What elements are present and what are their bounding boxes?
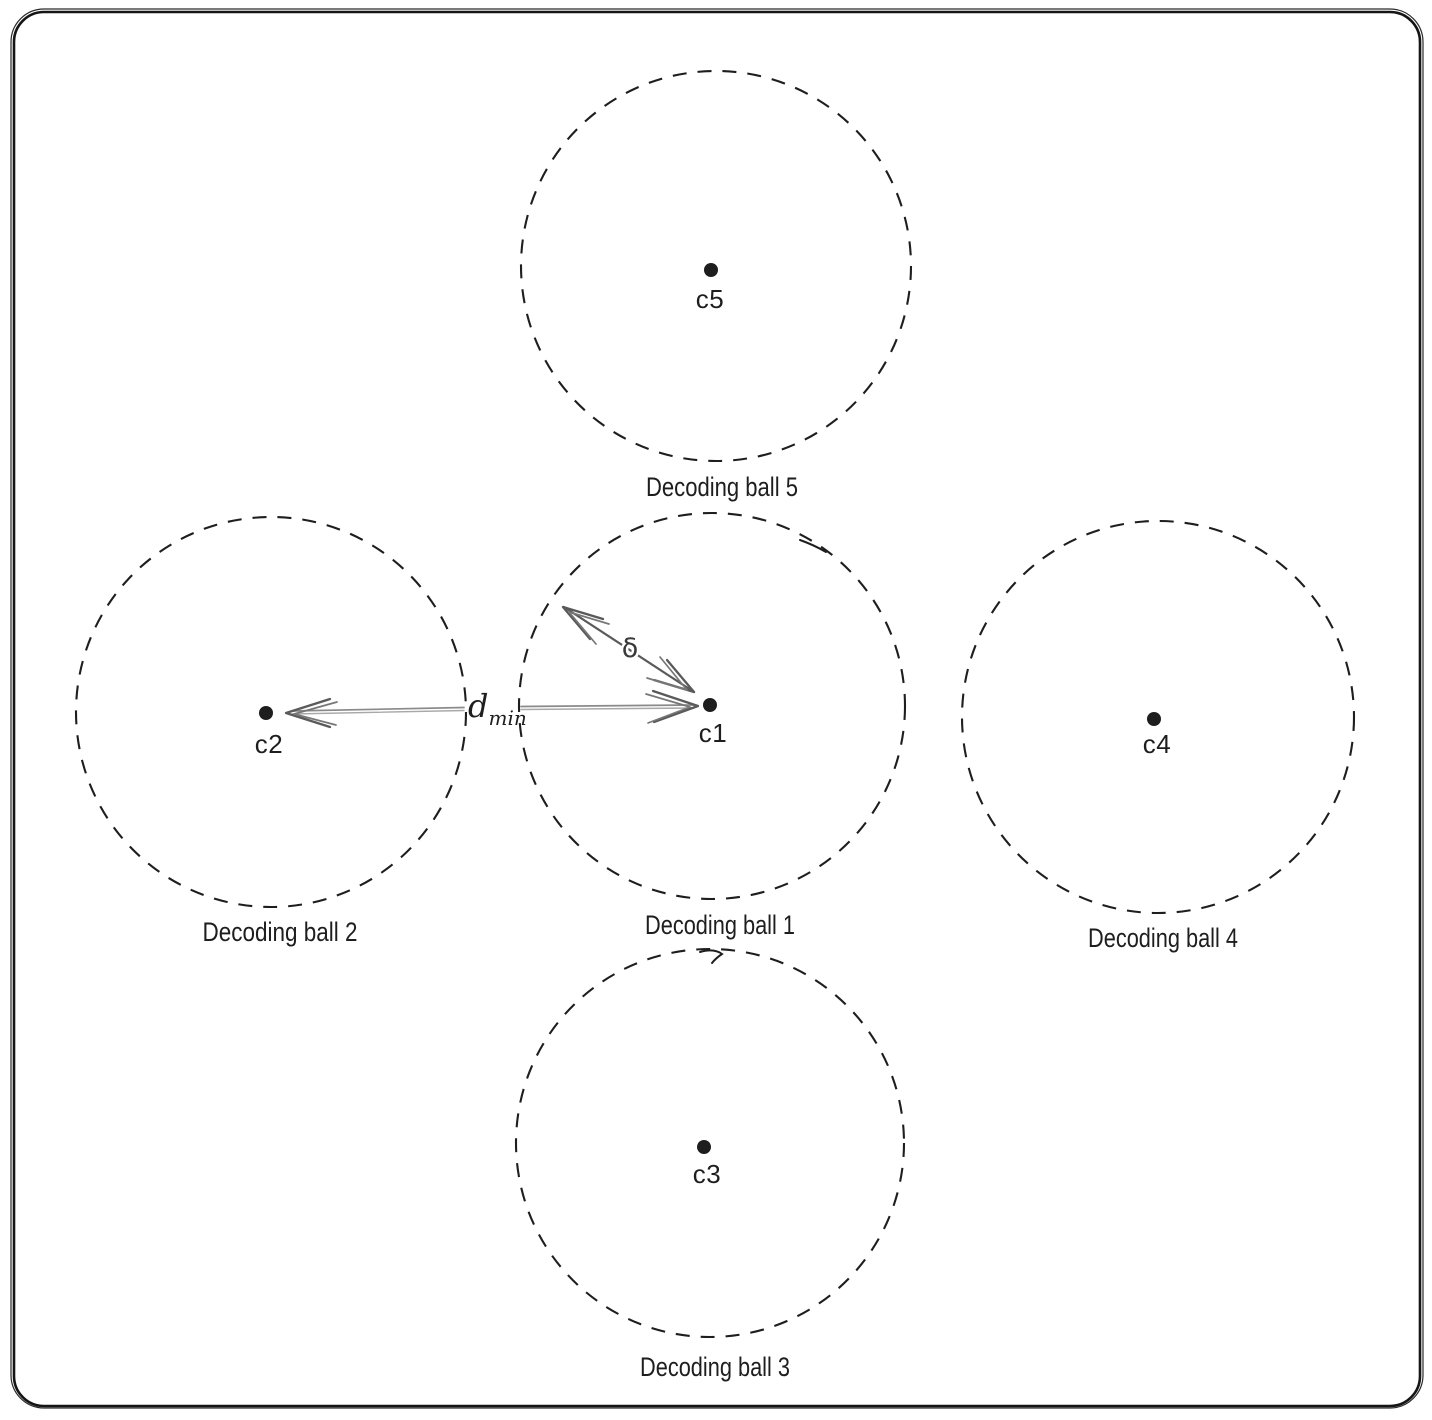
delta-boundary-arrowhead bbox=[561, 605, 605, 641]
delta-label: δ bbox=[622, 633, 639, 664]
delta-arrow: δ bbox=[561, 605, 696, 694]
sketch-stray-mark-ball3 bbox=[699, 949, 724, 964]
ball-3-center-dot bbox=[697, 1140, 711, 1154]
ball-2-caption: Decoding ball 2 bbox=[203, 917, 358, 947]
decoding-ball-2: c2 Decoding ball 2 bbox=[74, 515, 468, 947]
dmin-shaft-left-b bbox=[291, 709, 465, 715]
decoding-ball-3: c3 Decoding ball 3 bbox=[514, 947, 906, 1382]
dmin-right-arrowhead bbox=[651, 689, 700, 724]
ball-4-center-dot bbox=[1147, 712, 1161, 726]
dmin-shaft-right-a bbox=[520, 704, 695, 708]
outer-frame-sketch-double bbox=[10, 8, 1424, 1409]
dmin-shaft-right-b bbox=[520, 707, 695, 711]
ball-1-center-dot bbox=[703, 698, 717, 712]
dmin-subscript: min bbox=[488, 706, 526, 730]
sketch-stray-mark bbox=[799, 539, 827, 553]
ball-1-center-label: c1 bbox=[699, 718, 727, 748]
outer-frame bbox=[12, 10, 1422, 1408]
dmin-arrow: dmin bbox=[284, 687, 700, 730]
ball-3-caption: Decoding ball 3 bbox=[640, 1352, 790, 1382]
ball-2-dashed-circle bbox=[74, 515, 468, 909]
ball-5-dashed-circle bbox=[519, 69, 913, 463]
decoding-ball-1: c1 Decoding ball 1 bbox=[517, 511, 907, 940]
dmin-left-arrowhead-ghost bbox=[293, 701, 338, 726]
delta-center-arrowhead-ghost bbox=[646, 656, 688, 691]
ball-3-center-label: c3 bbox=[693, 1159, 721, 1189]
dmin-left-arrowhead bbox=[284, 697, 332, 729]
ball-1-caption: Decoding ball 1 bbox=[645, 910, 795, 940]
ball-1-dashed-circle bbox=[517, 511, 907, 901]
ball-4-dashed-circle bbox=[960, 519, 1356, 915]
decoding-ball-5: c5 Decoding ball 5 bbox=[519, 69, 913, 502]
ball-5-caption: Decoding ball 5 bbox=[646, 472, 798, 502]
ball-2-center-label: c2 bbox=[255, 729, 283, 759]
decoding-ball-4: c4 Decoding ball 4 bbox=[960, 519, 1356, 953]
ball-5-center-label: c5 bbox=[696, 284, 724, 314]
ball-2-center-dot bbox=[259, 706, 273, 720]
ball-3-dashed-circle bbox=[514, 947, 906, 1339]
dmin-right-arrowhead-ghost bbox=[645, 693, 691, 724]
ball-4-caption: Decoding ball 4 bbox=[1088, 923, 1238, 953]
delta-shaft bbox=[562, 605, 696, 694]
ball-4-center-label: c4 bbox=[1143, 729, 1171, 759]
dmin-symbol: d bbox=[468, 687, 488, 725]
ball-5-center-dot bbox=[704, 263, 718, 277]
delta-boundary-arrowhead-ghost bbox=[568, 611, 610, 645]
dmin-shaft-left-a bbox=[291, 706, 465, 712]
dmin-label: dmin bbox=[468, 687, 527, 730]
